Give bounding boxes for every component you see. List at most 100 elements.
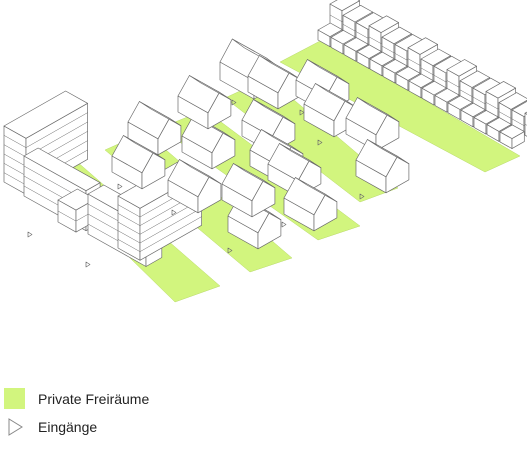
house-r1-7 [221,163,276,218]
house-r2-1-roof-back [253,99,296,125]
site-axonometric-diagram [3,0,527,303]
block-west-a-floor-line [3,153,27,167]
house-r3-2-roof-back [315,83,358,109]
block-west-a-floor-line [3,163,27,176]
terrace-unit-14-roof [498,92,527,110]
terrace-unit-4-roof [368,15,399,33]
house-r3-1-roof-back [307,59,350,85]
block-west-e-floor-line [117,230,141,244]
block-west-e-floor-line [117,239,141,252]
house-r1-7-roof-back [233,163,276,189]
buildings [3,0,527,268]
terrace-unit-11-roof [459,70,490,88]
entrance-marker-8 [359,193,365,200]
terrace-annex-9-roof [421,80,447,96]
block-west-a-roof [3,90,88,139]
terrace-unit-7-roof [407,37,438,55]
triangle-outline-icon [8,418,23,436]
terrace-annex-15 [499,124,525,149]
entrance-marker-3 [117,183,123,190]
house-r2-2-roof-back [261,129,304,155]
terrace-unit-5-roof [381,26,412,45]
terrace-unit-13-roof [485,81,516,99]
block-west-a-floor-line [3,172,27,186]
entrance-marker-9 [231,99,237,106]
terrace-annex-14-roof [486,117,512,132]
block-west-b-roof [23,147,101,192]
house-r3-4-roof-back [367,139,410,165]
terrace-unit-2-floor-line [342,24,356,32]
terrace-annex-4-roof [356,44,382,59]
entrance-marker-5 [227,247,233,254]
terrace-annex-1-roof [317,22,343,38]
entrance-marker-6 [281,221,287,228]
terrace-annex-6-roof [382,59,408,74]
house-r1-5-roof-back [189,75,232,101]
block-west-e-floor-line [139,216,202,252]
terrace-annex-7-roof [395,66,421,81]
house-r3-4 [355,139,410,194]
terrace-unit-15-floor-line [511,118,525,126]
legend-item-private-open-space: Private Freiräume [4,388,304,410]
terrace-unit-14-floor-line [498,111,512,119]
terrace-annex-15-roof [499,124,525,139]
terrace-annex-3-roof [343,37,369,52]
block-west-c [57,188,96,233]
terrace-unit-4-floor-line [368,36,382,44]
terrace-unit-5-floor-line [381,45,395,54]
terrace-annex-8-roof [408,73,434,89]
house-r3-2 [303,83,358,138]
terrace-unit-11-floor-line [459,89,473,97]
house-r1-2-roof-back [139,101,182,127]
terrace-unit-8-floor-line [420,67,434,75]
terrace-unit-1-floor-line [329,14,343,22]
green-swatch-icon [4,388,25,409]
terrace-annex-12-roof [460,102,486,118]
terrace-unit-3-floor-line [355,31,369,39]
terrace-unit-12-floor-line [472,96,486,105]
house-r2-6 [247,55,302,110]
terrace-unit-15-roof [511,100,527,117]
terrace-unit-8-roof [420,48,451,67]
house-r3-3-roof-back [357,97,400,123]
block-west-e-floor-line [139,207,202,244]
house-r2-3-roof-back [279,143,322,169]
legend-item-entrances: Eingänge [4,416,304,438]
entrance-marker-4 [171,209,177,216]
terrace-unit-1-roof [329,0,360,12]
house-r1-2 [127,101,182,156]
block-west-a-floor-line [3,135,27,148]
block-west-a-floor-line [3,144,27,158]
terrace-unit-6-floor-line [394,53,408,61]
house-r1-4 [181,115,236,170]
block-west-a-floor-line [25,112,88,148]
terrace-unit-2-roof [342,4,373,23]
terrace-annex-13-roof [473,110,499,125]
block-west-c-floor-line [57,210,77,222]
terrace-unit-13-floor-line [485,102,499,110]
block-west-e-floor-line [117,204,141,218]
legend-label-entrances: Eingänge [38,419,98,435]
legend-label-private-open-space: Private Freiräume [38,391,150,407]
block-west-e-floor-line [117,213,141,226]
house-r1-3-roof-back [179,159,222,185]
block-west-e-floor-line [117,221,141,235]
house-r2-4-roof-back [295,177,338,203]
entrance-marker-7 [317,139,323,146]
terrace-unit-10-roof [446,59,477,77]
terrace-annex-2-roof [330,29,356,45]
entrance-marker-2 [85,261,91,268]
terrace-unit-9-floor-line [433,75,447,83]
green-strip-5 [279,39,521,173]
terrace-unit-10-floor-line [446,80,460,88]
house-r1-3 [167,159,222,214]
terrace-annex-5-roof [369,51,395,67]
terrace-annex-11-roof [447,95,473,110]
house-r2-6-roof-back [259,55,302,81]
entrance-marker-1 [27,231,33,238]
house-r2-4 [283,177,338,232]
house-r1-5 [177,75,232,130]
terrace-unit-7-floor-line [407,58,421,66]
terrace-annex-10-roof [434,88,460,103]
entrance-marker-10 [299,109,305,116]
